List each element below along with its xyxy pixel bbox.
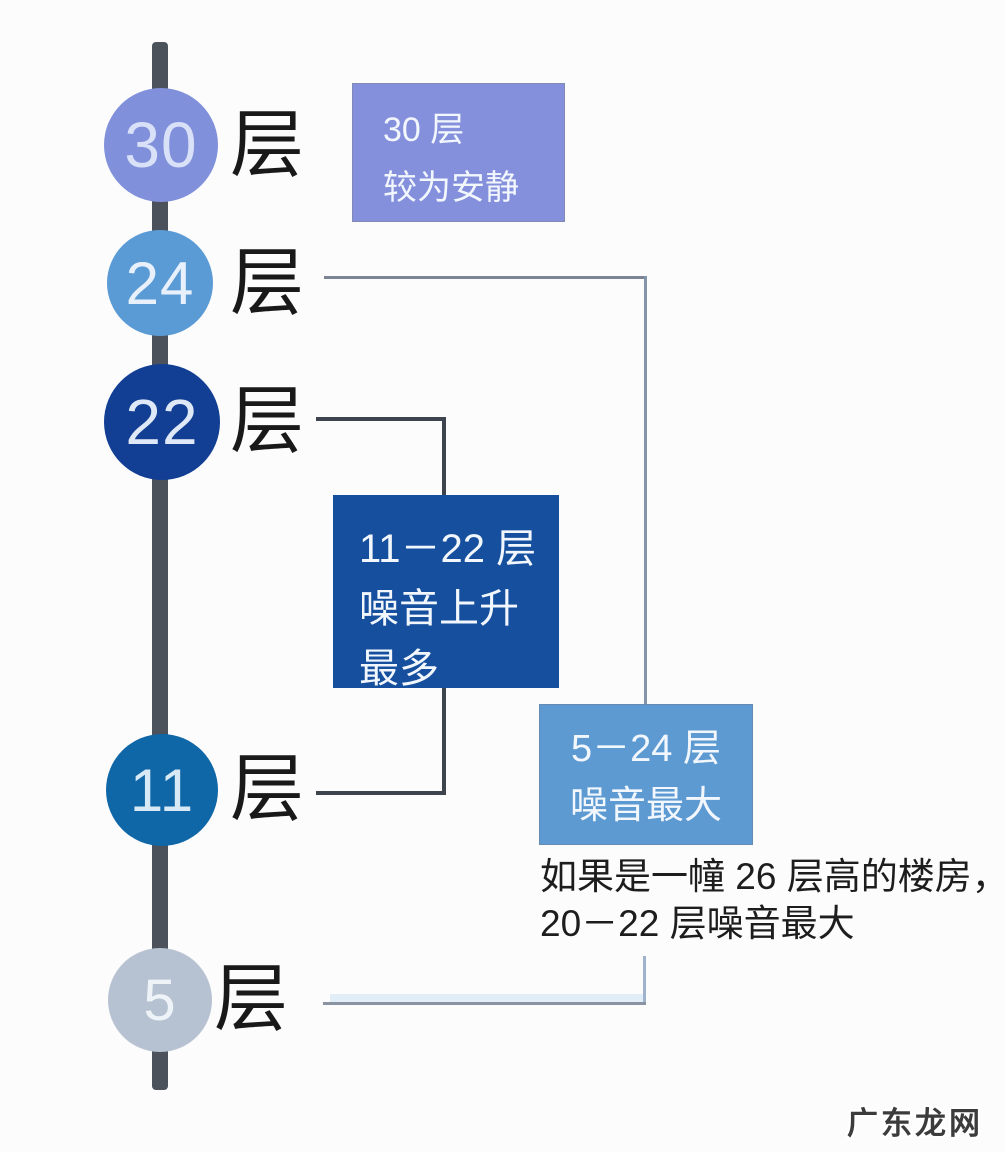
floor-circle-22: 22 [104,364,220,480]
connector-22-horizontal [316,417,445,421]
connector-11-vertical [442,688,446,794]
callout-rise-line-1: 11－22 层 [359,527,537,571]
floor-circle-11: 11 [106,734,218,846]
connector-24-horizontal [324,276,646,279]
connector-right-vertical [644,276,647,706]
callout-rise-line-3: 最多 [359,647,439,691]
callout-loud-line-2: 噪音最大 [569,785,722,827]
callout-noise-max-5-24: 5－24 层 噪音最大 [539,704,753,845]
callout-quiet-30: 30 层 较为安静 [352,83,565,222]
connector-22-vertical [442,417,446,498]
connector-5-horizontal [323,1002,646,1005]
floor-circle-30: 30 [104,88,218,202]
floor-suffix-11: 层 [230,746,304,832]
floor-suffix-5: 层 [214,956,288,1042]
connector-5-glow [330,994,646,1003]
floor-circle-5: 5 [108,948,212,1052]
floor-suffix-30: 层 [230,102,304,188]
callout-rise-line-2: 噪音上升 [359,587,519,631]
watermark: 广东龙网 [847,1106,983,1141]
floor-circle-24: 24 [107,230,213,336]
floor-suffix-24: 层 [230,240,304,326]
caption-note: 如果是一幢 26 层高的楼房， 20－22 层噪音最大 [540,854,1005,947]
caption-line-1: 如果是一幢 26 层高的楼房， [540,856,1005,897]
callout-loud-line-1: 5－24 层 [571,728,721,770]
connector-11-horizontal [316,791,446,795]
caption-line-2: 20－22 层噪音最大 [540,902,855,944]
floor-suffix-22: 层 [230,378,304,464]
connector-5-vertical [643,956,646,1005]
callout-noise-rise-11-22: 11－22 层 噪音上升 最多 [333,495,559,691]
callout-quiet-line-2: 较为安静 [383,168,519,207]
callout-quiet-line-1: 30 层 [383,111,465,149]
